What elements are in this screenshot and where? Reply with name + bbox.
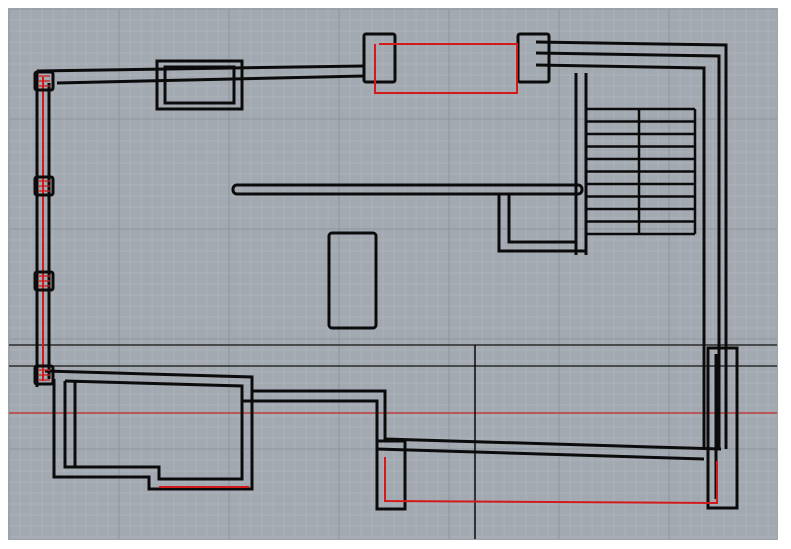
table[interactable] (327, 231, 378, 330)
bottom-wall-outer[interactable] (44, 369, 722, 451)
wall-marker[interactable] (33, 175, 55, 197)
window-frame-top-left[interactable] (155, 59, 244, 111)
lower-left-room-inner[interactable] (63, 381, 244, 481)
window-inner-top-left[interactable] (163, 65, 236, 105)
stairs[interactable] (586, 107, 697, 236)
wall-marker[interactable] (33, 364, 55, 386)
floor-plan-drawing-icon[interactable] (9, 9, 778, 540)
walls[interactable] (35, 32, 739, 511)
selected-bottom-opening[interactable] (384, 457, 718, 505)
top-wall-right-outer[interactable] (535, 40, 728, 449)
column-left[interactable] (362, 32, 397, 84)
top-wall-left-inner[interactable] (56, 74, 365, 85)
top-wall-right-mid[interactable] (535, 51, 721, 449)
lower-left-room-outer[interactable] (52, 379, 254, 491)
closet-inner[interactable] (507, 195, 576, 244)
wall-marker[interactable] (33, 70, 55, 92)
left-wall-markers[interactable] (33, 70, 55, 386)
selected-top-opening[interactable] (374, 43, 518, 94)
top-viewport[interactable] (8, 8, 778, 540)
wall-marker[interactable] (33, 270, 55, 292)
top-wall-right-inner[interactable] (535, 63, 706, 449)
closet-outer[interactable] (497, 195, 588, 253)
column-bottom-center[interactable] (375, 439, 407, 511)
bottom-wall-inner[interactable] (64, 379, 705, 461)
partition-wall[interactable] (231, 183, 584, 196)
selected-edges[interactable] (42, 43, 718, 505)
column-bottom-right[interactable] (706, 346, 739, 510)
